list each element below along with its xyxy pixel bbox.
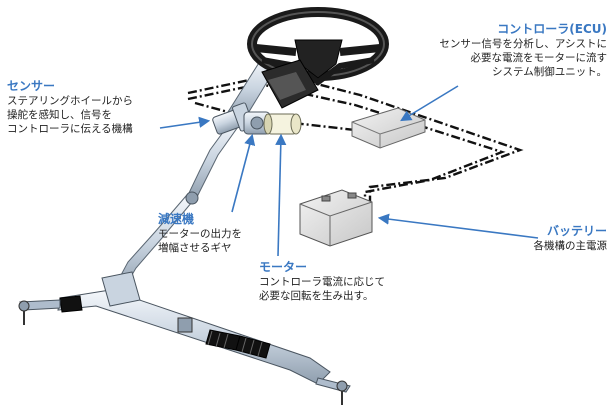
arrow-battery — [377, 213, 539, 239]
steering-column — [111, 57, 279, 297]
motor-desc-line-1: コントローラ電流に応じて — [259, 276, 385, 288]
arrow-motor — [275, 133, 287, 257]
callout-motor: モーター コントローラ電流に応じて 必要な回転を生み出す。 — [259, 260, 385, 303]
steering-wheel-icon — [247, 7, 389, 86]
reducer-title: 減速機 — [158, 212, 195, 226]
column-housing — [261, 59, 319, 109]
sensor-desc-line-1: ステアリングホイールから — [7, 95, 133, 107]
motor-icon — [263, 113, 302, 135]
motor-desc-line-2: 必要な回転を生み出す。 — [259, 290, 374, 302]
battery-desc-line-1: 各機構の主電源 — [533, 240, 608, 252]
arrow-sensor — [159, 116, 211, 129]
motor-title: モーター — [259, 260, 308, 274]
reducer-desc-line-2: 増幅させるギヤ — [158, 242, 232, 254]
callout-sensor: センサー ステアリングホイールから 操舵を感知し、信号を コントローラに伝える機… — [7, 79, 133, 136]
reducer-desc-line-1: モーターの出力を — [158, 228, 242, 240]
battery-icon — [299, 189, 373, 247]
callout-arrows — [159, 85, 539, 257]
sensor-title: センサー — [7, 79, 56, 93]
wire-top-loop — [187, 72, 524, 205]
controller-desc-line-3: システム制御ユニット。 — [492, 66, 607, 78]
callout-controller: コントローラ(ECU) センサー信号を分析し、アシストに 必要な電流をモーターに… — [439, 22, 607, 79]
sensor-desc-line-3: コントローラに伝える機構 — [7, 123, 133, 135]
battery-title: バッテリー — [546, 224, 607, 238]
controller-desc-line-2: 必要な電流をモーターに流す — [470, 52, 608, 64]
sensor-desc-line-2: 操舵を感知し、信号を — [7, 109, 112, 121]
callout-reducer: 減速機 モーターの出力を 増幅させるギヤ — [158, 212, 242, 255]
steering-rack-icon — [18, 271, 351, 405]
controller-title: コントローラ(ECU) — [497, 22, 607, 36]
wiring-harness — [187, 72, 524, 205]
reduction-gear-icon — [243, 111, 271, 135]
callout-battery: バッテリー 各機構の主電源 — [534, 224, 608, 253]
controller-desc-line-1: センサー信号を分析し、アシストに — [439, 38, 607, 50]
arrow-controller — [400, 85, 459, 122]
arrow-reducer — [231, 133, 256, 213]
